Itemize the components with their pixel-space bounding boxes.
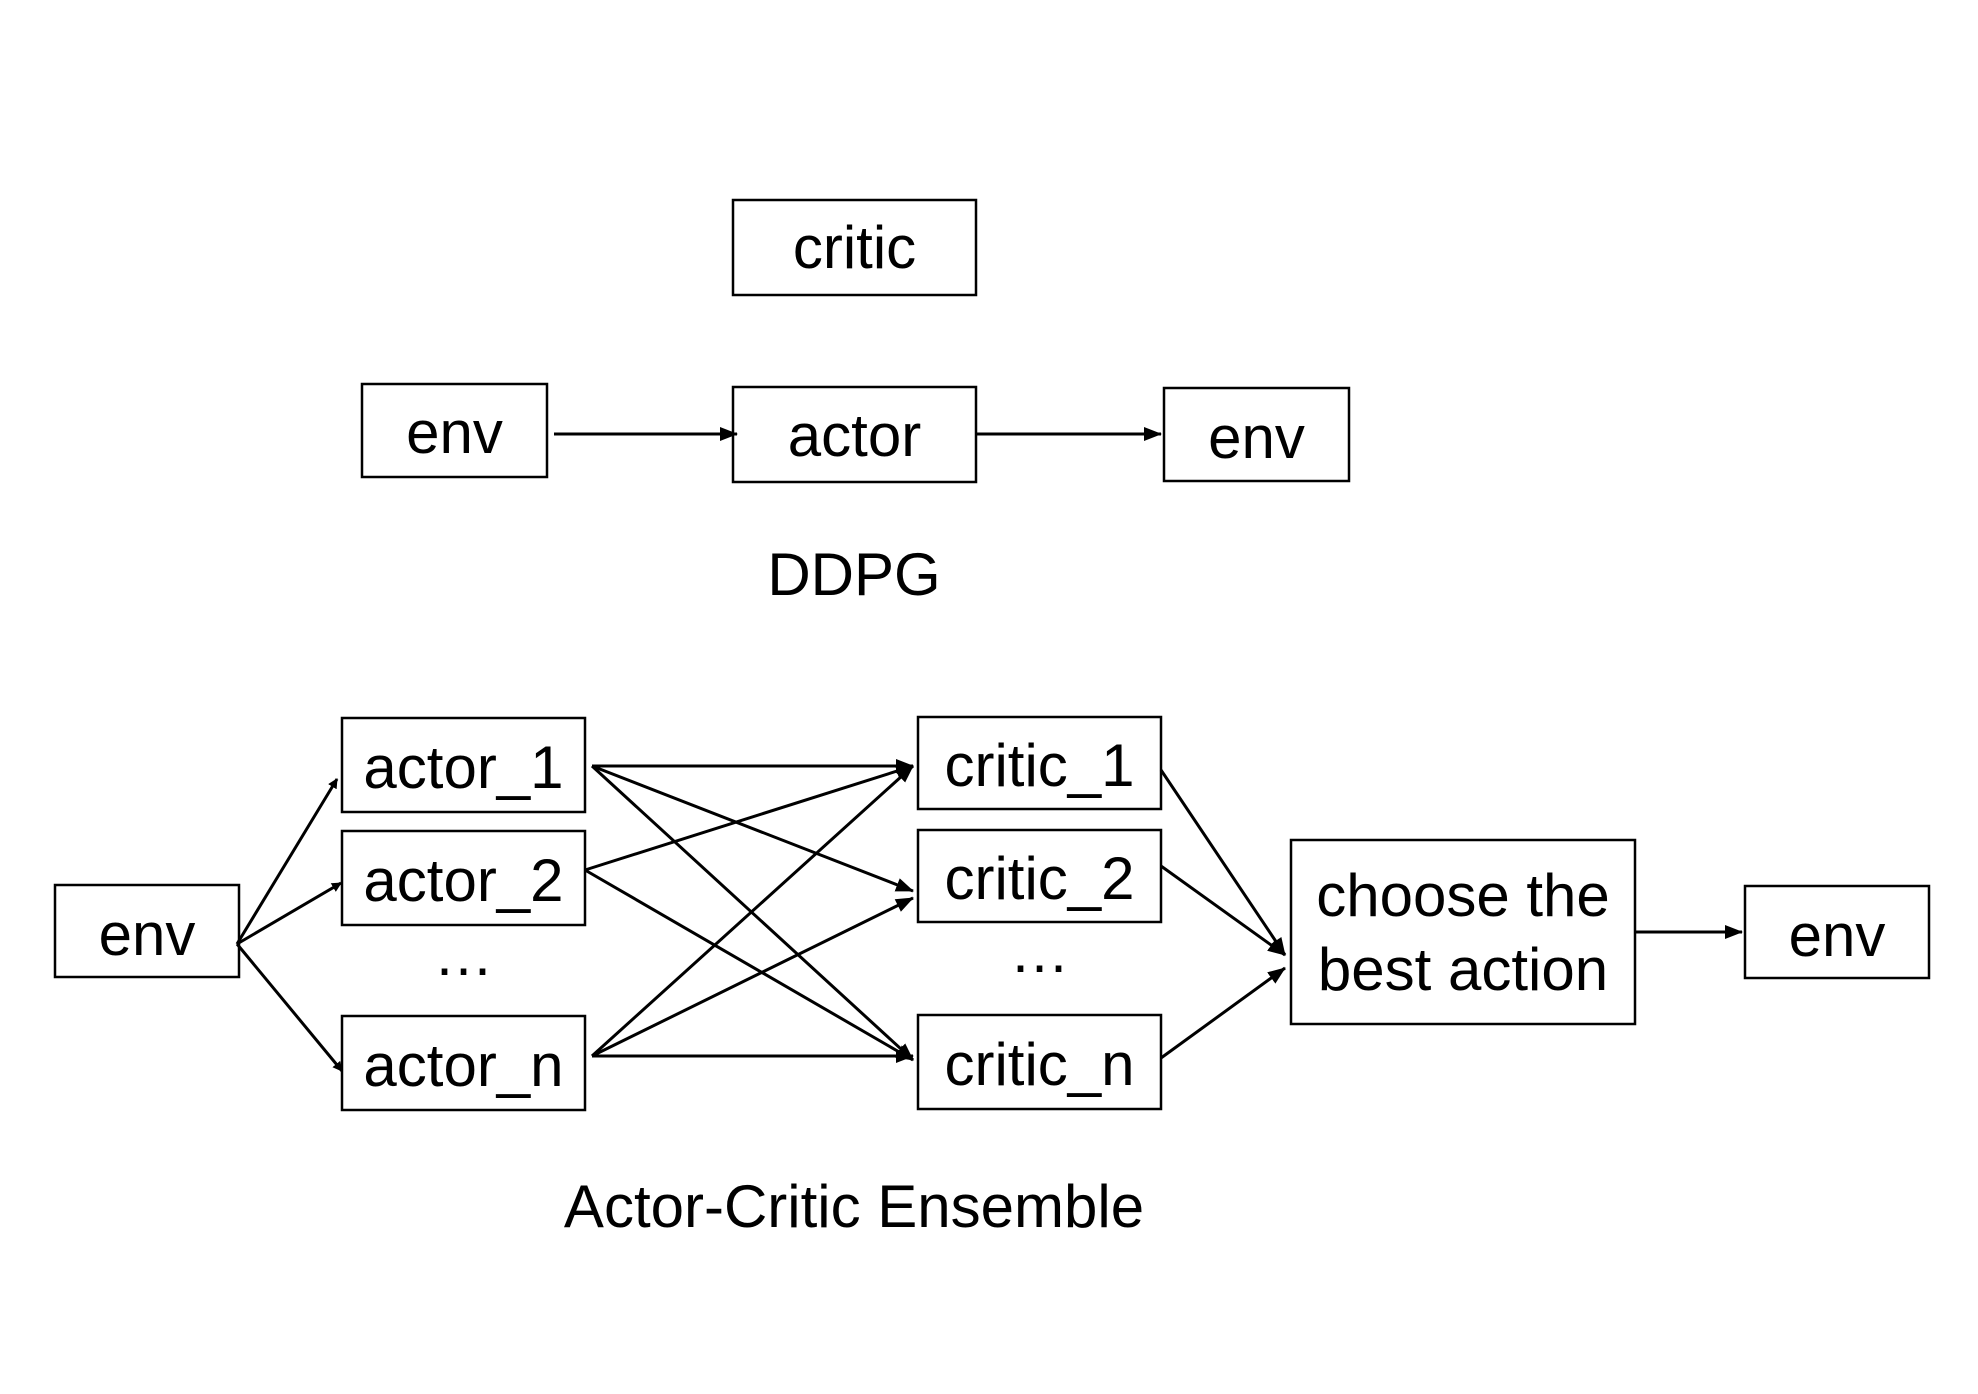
critic-1-node: critic_1 [916,715,1163,811]
ensemble-env-in-label: env [99,901,196,968]
critic-n-node: critic_n [916,1013,1163,1111]
ddpg-env-out-node: env [1162,386,1351,483]
chooser-label-line-2: best action [1318,936,1608,1003]
chooser-node: choose the best action [1289,838,1637,1026]
ensemble-env-out-node: env [1743,884,1931,980]
ddpg-env-out-label: env [1208,404,1305,471]
actor-1-label: actor_1 [363,734,563,801]
ddpg-env-in-node: env [360,382,549,479]
arrow-actor-n-to-critic-2 [591,896,914,1058]
actor-2-node: actor_2 [340,829,587,927]
ddpg-section: critic env actor env DDPG [360,198,1351,608]
arrow-actor-2-to-critic-n [584,868,914,1062]
critics-ellipsis: … [1010,918,1070,985]
actor-1-node: actor_1 [340,716,587,814]
critic-2-label: critic_2 [944,845,1134,912]
ensemble-env-in-node: env [53,883,241,979]
actor-2-label: actor_2 [363,847,563,914]
arrow-actor-2-to-critic-1 [584,764,914,872]
ensemble-caption: Actor-Critic Ensemble [564,1173,1144,1240]
ddpg-env-in-label: env [406,399,503,466]
arrow-env-to-actor-1 [235,778,339,945]
chooser-label-line-1: choose the [1316,862,1610,929]
ddpg-actor-label: actor [788,402,921,469]
ddpg-critic-node: critic [731,198,978,297]
ddpg-critic-label: critic [793,214,916,281]
arrow-critic-n-to-chooser [1160,966,1286,1060]
actor-n-node: actor_n [340,1014,587,1112]
ddpg-caption: DDPG [767,541,940,608]
critic-n-label: critic_n [944,1031,1134,1098]
actor-n-label: actor_n [363,1032,563,1099]
arrow-env-to-actor-2 [236,881,342,946]
arrow-actor-1-to-critic-2 [591,764,914,893]
arrow-critic-1-to-chooser [1159,769,1287,956]
critic-1-label: critic_1 [944,732,1134,799]
ddpg-actor-node: actor [731,385,978,484]
critic-2-node: critic_2 [916,828,1163,924]
ensemble-section: env actor_1 actor_2 … actor_n critic_1 c… [53,715,1931,1240]
arrow-env-to-actor-n [235,943,344,1072]
arrow-actor-n-to-critic-1 [590,764,915,1058]
arrow-critic-2-to-chooser [1160,864,1286,957]
actors-ellipsis: … [434,921,494,988]
ensemble-env-out-label: env [1789,902,1886,969]
